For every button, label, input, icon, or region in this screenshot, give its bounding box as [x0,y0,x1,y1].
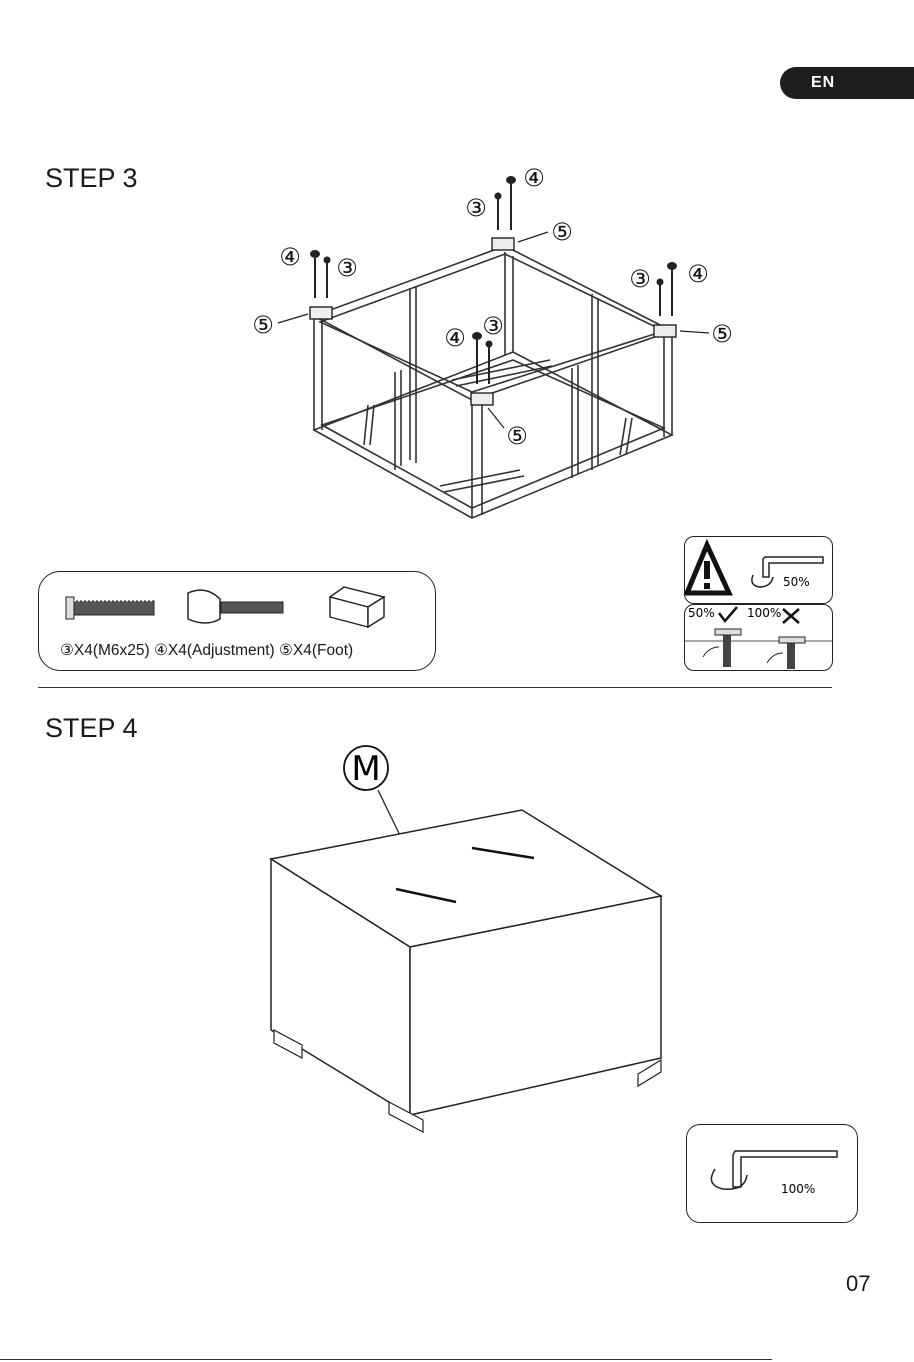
torque-check-box: 50% 100% [684,604,833,671]
check-right-label: 100% [747,606,781,620]
warning-box: 50% [684,536,833,604]
bottom-rule [0,1359,772,1360]
foot-cap-icon [330,587,384,627]
torque-100-box: 100% [686,1124,858,1223]
torque-100-label: 100% [781,1182,815,1196]
callout-3: ③ [465,194,487,222]
callout-3: ③ [482,312,504,340]
callout-4: ④ [444,324,466,352]
cross-icon [783,609,799,623]
callout-3: ③ [629,265,651,293]
hex-key-icon [711,1151,837,1189]
screw-icon [66,597,154,619]
callout-m: M [351,749,380,789]
callout-3: ③ [336,254,358,282]
parts-caption: ③X4(M6x25) ④X4(Adjustment) ⑤X4(Foot) [60,641,353,660]
torque-50-label: 50% [783,575,810,589]
check-left-label: 50% [688,606,715,620]
callout-4: ④ [279,243,301,271]
warning-triangle-icon [687,545,729,593]
parts-illustrations [38,571,434,641]
step4-cover-diagram: M [0,740,914,1140]
foot-cap-4 [471,393,493,405]
callout-5: ⑤ [506,422,528,450]
page-number: 07 [846,1271,870,1297]
callout-4: ④ [687,260,709,288]
callout-5: ⑤ [711,320,733,348]
callout-4: ④ [523,164,545,192]
foot-cap-3 [654,325,676,337]
foot-cap-2 [492,238,514,250]
check-icon [719,607,737,621]
foot-cap-1 [310,307,332,319]
callout-5: ⑤ [252,311,274,339]
section-divider [38,687,832,688]
step3-frame-diagram: ④ ③ ⑤ ④ ③ ⑤ ③ ④ ⑤ ④ ③ ⑤ [0,0,914,540]
adjustment-bolt-icon [188,590,283,623]
callout-5: ⑤ [551,218,573,246]
